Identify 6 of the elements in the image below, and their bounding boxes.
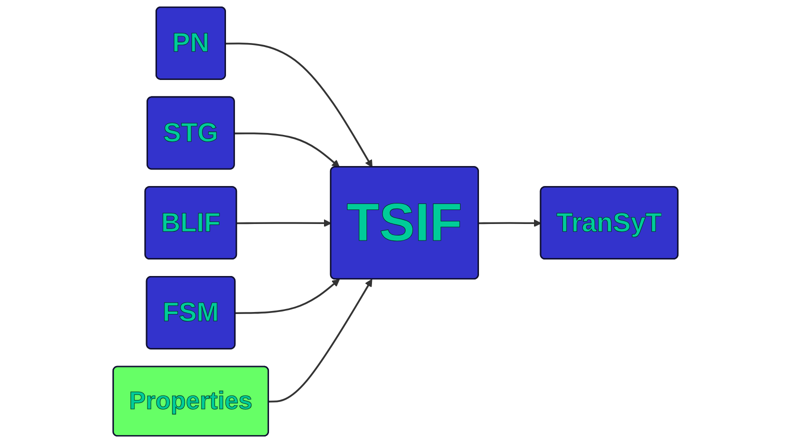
arrow xyxy=(234,132,340,168)
arrow xyxy=(235,278,340,314)
arrow xyxy=(268,278,372,402)
arrow xyxy=(478,219,542,228)
arrow xyxy=(226,42,372,168)
arrow xyxy=(236,219,332,228)
